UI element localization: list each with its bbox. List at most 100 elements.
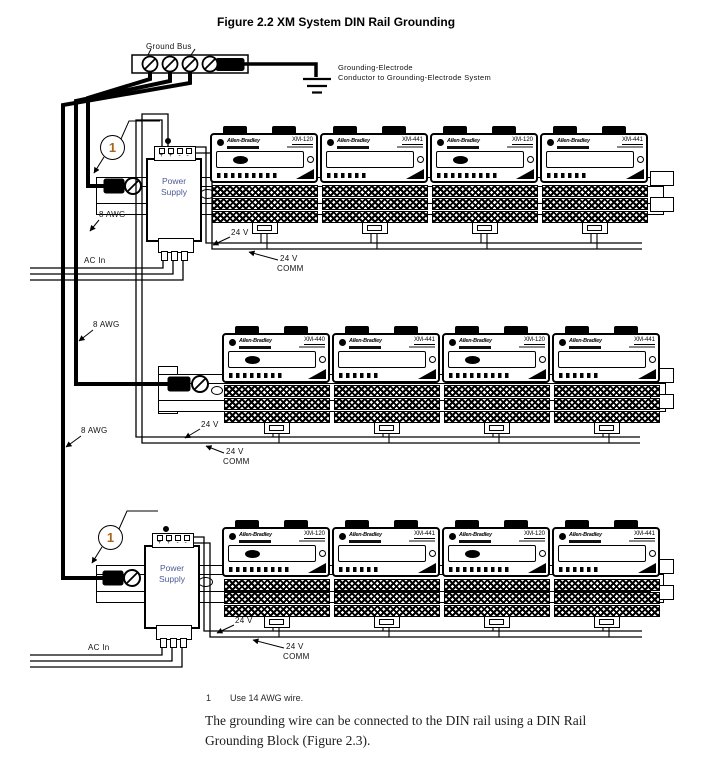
module-wedge xyxy=(418,369,436,379)
module-terminals xyxy=(449,567,511,572)
screw-icon xyxy=(527,156,534,163)
module-base-connector xyxy=(362,222,388,234)
earth-ground-icon xyxy=(303,77,331,94)
din-rail-slot xyxy=(211,386,223,395)
24v-label: 24 V xyxy=(201,420,219,429)
24v-comm-label: 24 V xyxy=(280,254,298,263)
screw-icon xyxy=(429,356,436,363)
ps-polarity-marks: + + - - xyxy=(157,539,189,546)
power-supply-label: Supply xyxy=(159,574,185,584)
module-model-label: XM-441 xyxy=(413,337,435,345)
screw-icon xyxy=(539,356,546,363)
module-model-label: XM-120 xyxy=(303,531,325,539)
module-model-label: XM-120 xyxy=(523,531,545,539)
xm-module: Allen-Bradley XM-441 xyxy=(552,326,660,436)
xm-module: Allen-Bradley XM-120 xyxy=(442,520,550,630)
module-brand: Allen-Bradley xyxy=(459,338,492,344)
power-supply-label: Power xyxy=(161,176,187,186)
screw-icon xyxy=(649,550,656,557)
brand-logo-icon xyxy=(217,139,224,146)
module-brand: Allen-Bradley xyxy=(227,138,260,144)
callout-1: 1 xyxy=(100,135,125,160)
footnote-text: Use 14 AWG wire. xyxy=(230,693,304,703)
module-wedge xyxy=(516,169,534,179)
module-brand: Allen-Bradley xyxy=(239,338,272,344)
module-display-slot xyxy=(558,351,646,368)
module-display-slot xyxy=(228,545,316,562)
footnote-number: 1 xyxy=(206,693,212,703)
module-brand: Allen-Bradley xyxy=(459,532,492,538)
24v-comm-label: COMM xyxy=(277,264,304,273)
xm-module: Allen-Bradley XM-441 xyxy=(540,126,648,236)
module-base-connector xyxy=(374,422,400,434)
ac-input-wires xyxy=(30,258,184,668)
power-supply-2: Power Supply xyxy=(144,545,200,629)
screw-icon xyxy=(417,156,424,163)
ac-in-label: AC In xyxy=(84,256,106,265)
brand-logo-icon xyxy=(229,533,236,540)
24v-comm-label: COMM xyxy=(223,457,250,466)
ps-terminal-strip: + + - - xyxy=(152,533,194,548)
module-wedge xyxy=(308,369,326,379)
ac-in-label: AC In xyxy=(88,643,110,652)
brand-logo-icon xyxy=(449,339,456,346)
body-text-line1: The grounding wire can be connected to t… xyxy=(205,713,587,728)
brand-logo-icon xyxy=(449,533,456,540)
brand-logo-icon xyxy=(559,533,566,540)
module-terminals xyxy=(339,373,381,378)
module-model-label: XM-441 xyxy=(413,531,435,539)
xm-module: Allen-Bradley XM-120 xyxy=(430,126,538,236)
module-brand: Allen-Bradley xyxy=(569,532,602,538)
power-supply-label: Supply xyxy=(161,187,187,197)
module-base-connector xyxy=(264,422,290,434)
module-model-label: XM-441 xyxy=(633,337,655,345)
module-base-connector xyxy=(264,616,290,628)
module-base-connector xyxy=(374,616,400,628)
xm-module: Allen-Bradley XM-120 xyxy=(442,326,550,436)
grounding-electrode-wire xyxy=(242,62,318,77)
24v-label: 24 V xyxy=(235,616,253,625)
screw-icon xyxy=(637,156,644,163)
module-display-slot xyxy=(326,151,414,168)
figure-title: Figure 2.2 XM System DIN Rail Grounding xyxy=(217,15,456,29)
module-display-slot xyxy=(338,351,426,368)
xm-module: Allen-Bradley XM-441 xyxy=(332,520,440,630)
callout-1: 1 xyxy=(98,525,123,550)
module-terminals xyxy=(547,173,589,178)
module-terminals xyxy=(559,373,601,378)
module-model-label: XM-120 xyxy=(511,137,533,145)
module-model-label: XM-120 xyxy=(523,337,545,345)
24v-comm-label: 24 V xyxy=(226,447,244,456)
module-wedge xyxy=(296,169,314,179)
module-wedge xyxy=(638,369,656,379)
brand-logo-icon xyxy=(339,533,346,540)
module-display-slot xyxy=(448,351,536,368)
module-brand: Allen-Bradley xyxy=(569,338,602,344)
module-brand: Allen-Bradley xyxy=(447,138,480,144)
leader-lines xyxy=(65,120,285,649)
screw-icon xyxy=(539,550,546,557)
grounding-electrode-label-1: Grounding-Electrode xyxy=(338,63,413,72)
power-supply-label: Power xyxy=(159,563,185,573)
screw-icon xyxy=(319,356,326,363)
module-terminals xyxy=(437,173,499,178)
module-wedge xyxy=(638,563,656,573)
module-base-connector xyxy=(582,222,608,234)
ground-clamp-icon xyxy=(102,177,209,587)
module-brand: Allen-Bradley xyxy=(557,138,590,144)
module-terminals xyxy=(559,567,601,572)
module-wedge xyxy=(528,563,546,573)
24v-label: 24 V xyxy=(231,228,249,237)
brand-logo-icon xyxy=(437,139,444,146)
module-terminals xyxy=(229,567,291,572)
module-base-connector xyxy=(594,616,620,628)
xm-module: Allen-Bradley XM-441 xyxy=(332,326,440,436)
module-brand: Allen-Bradley xyxy=(239,532,272,538)
module-display-slot xyxy=(558,545,646,562)
screw-icon xyxy=(649,356,656,363)
module-display-slot xyxy=(448,545,536,562)
grounding-electrode-label-2: Conductor to Grounding-Electrode System xyxy=(338,73,492,82)
module-terminals xyxy=(339,567,381,572)
ground-bus-label: Ground Bus xyxy=(146,42,192,51)
ps-terminal-strip: + + - - xyxy=(154,146,196,161)
